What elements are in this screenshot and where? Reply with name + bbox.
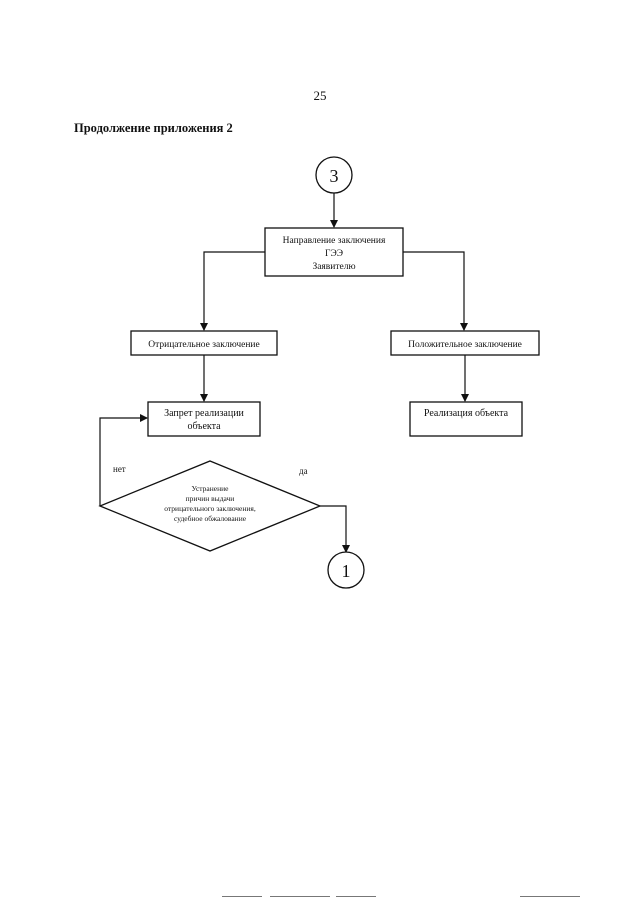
appendix-heading: Продолжение приложения 2 <box>74 121 233 135</box>
implementation-box: Реализация объекта <box>409 401 523 437</box>
ban-box-line-2: объекта <box>187 421 221 432</box>
scan-artifact-line <box>0 896 640 900</box>
end-connector-label: 1 <box>342 561 351 581</box>
arrow-decision-yes-to-end <box>320 505 350 553</box>
send-box-line-2: ГЭЭ <box>325 249 343 259</box>
ban-box-line-1: Запрет реализации <box>164 408 244 419</box>
negative-box-label: Отрицательное заключение <box>148 340 259 350</box>
start-connector: 3 <box>315 156 353 194</box>
positive-conclusion-box: Положительное заключение <box>390 330 540 356</box>
positive-box-label: Положительное заключение <box>408 340 522 350</box>
end-connector: 1 <box>327 551 365 589</box>
negative-conclusion-box: Отрицательное заключение <box>130 330 278 356</box>
implementation-box-label: Реализация объекта <box>424 408 509 419</box>
send-conclusion-box: Направление заключения ГЭЭ Заявителю <box>264 227 404 277</box>
decision-line-2: причин выдачи <box>186 494 235 503</box>
send-box-line-1: Направление заключения <box>283 236 386 246</box>
arrow-send-to-positive <box>403 251 468 331</box>
arrow-decision-no-to-ban <box>99 414 148 506</box>
arrow-send-to-negative <box>200 251 265 331</box>
ban-box: Запрет реализации объекта <box>147 401 261 437</box>
page-number: 25 <box>313 88 327 103</box>
decision-line-3: отрицательного заключения, <box>164 504 256 513</box>
decision-no-label: нет <box>113 464 126 474</box>
decision-diamond: Устранение причин выдачи отрицательного … <box>98 460 322 552</box>
start-connector-label: 3 <box>330 166 339 186</box>
decision-yes-label: да <box>299 466 308 476</box>
send-box-line-3: Заявителю <box>312 262 355 272</box>
decision-line-1: Устранение <box>192 484 230 493</box>
decision-line-4: судебное обжалование <box>174 514 247 523</box>
